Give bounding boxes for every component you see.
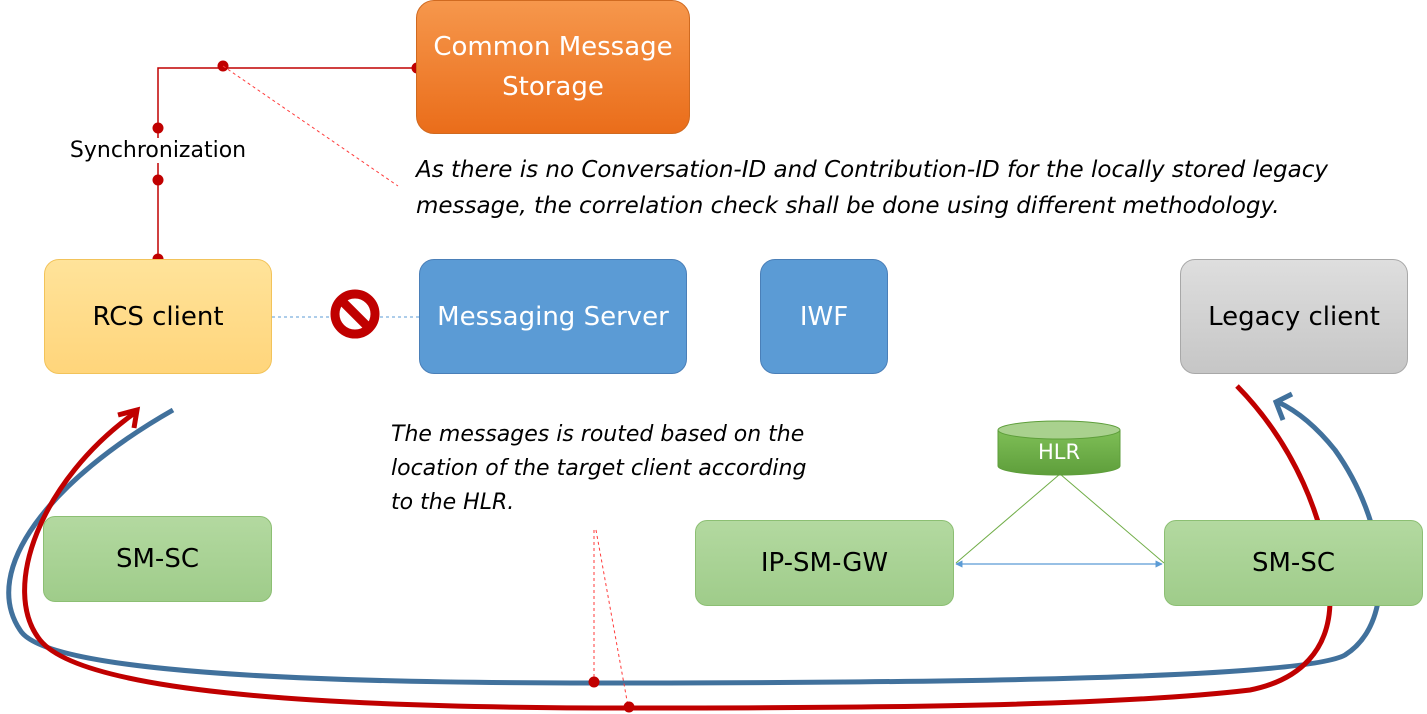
rcs-client-node: RCS client [44,259,272,374]
ip-sm-gw-node: IP-SM-GW [695,520,954,606]
smsc-right-node: SM-SC [1164,520,1423,606]
correlation-note: As there is no Conversation-ID and Contr… [416,157,1328,219]
hlr-label: HLR [1037,440,1081,464]
correlation-note-leader [222,65,399,187]
messaging-server-node: Messaging Server [419,259,687,374]
smsc-left-node: SM-SC [43,516,272,602]
database-cylinder-icon [997,420,1121,476]
prohibition-icon [330,289,380,339]
synchronization-label: Synchronization [56,138,260,163]
hlr-connections [955,473,1165,564]
routing-note: The messages is routed based on the loca… [391,422,807,515]
routing-note-leaders [588,529,635,713]
legacy-client-node: Legacy client [1180,259,1408,374]
iwf-node: IWF [760,259,888,374]
common-message-storage-node: Common Message Storage [416,0,690,134]
